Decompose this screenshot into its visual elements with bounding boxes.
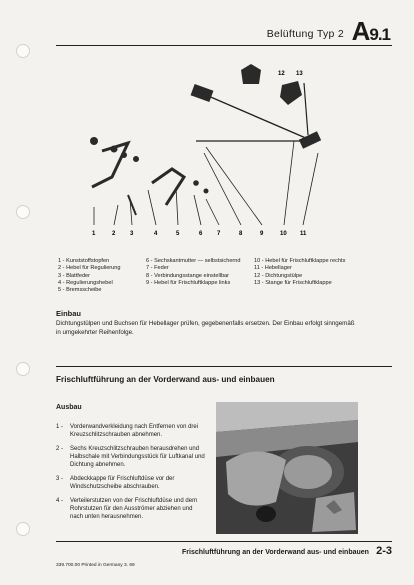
ausbau-heading: Ausbau [56,404,82,411]
section-title: Frischluftführung an der Vorderwand aus-… [56,375,275,384]
legend-item: 12 - Dichtungstülpe [254,272,303,279]
callout-labels-bottom: 1 2 3 4 5 6 7 8 9 10 11 [92,231,307,237]
legend-item: 11 - Hebellager [254,265,292,272]
legend-item: 2 - Hebel für Regulierung [58,265,121,272]
step-number: 2 - [56,446,64,452]
callout-label: 6 [199,231,203,237]
step-number: 4 - [56,498,64,504]
step-text: Verteilerstutzen von der Frischluftdüse … [70,498,198,520]
ausbau-steps: 1 - Vorderwandverkleidung nach Entfernen… [56,423,206,527]
header-title: Belüftung Typ 2 [266,28,344,40]
legend-item: 8 - Verbindungsstange einstellbar [146,272,230,279]
footer-running-title: Frischluftführung an der Vorderwand aus-… [182,549,369,556]
callout-label: 8 [239,231,243,237]
step-item: 1 - Vorderwandverkleidung nach Entfernen… [56,423,206,439]
callout-label: 7 [217,231,221,237]
callout-label: 10 [280,231,287,237]
footer-page-number: 2-3 [376,545,392,557]
legend-item: 13 - Stange für Frischluftklappe [254,279,332,286]
legend-column-2: 6 - Sechskantmutter — selbstsichernd 7 -… [146,258,241,287]
binder-hole [16,205,30,219]
step-number: 3 - [56,476,64,482]
callout-label: 12 [278,71,285,77]
legend-item: 9 - Hebel für Frischluftklappe links [146,279,231,286]
step-number: 1 - [56,424,64,430]
step-item: 3 - Abdeckkappe für Frischluftdüse vor d… [56,475,206,491]
callout-labels-top: 12 13 [278,71,303,77]
step-item: 4 - Verteilerstutzen von der Frischluftd… [56,497,206,521]
legend-item: 3 - Blattfeder [58,272,91,279]
callout-label: 1 [92,231,96,237]
binder-hole [16,522,30,536]
legend-item: 6 - Sechskantmutter — selbstsichernd [146,258,241,264]
einbau-text: Dichtungstülpen und Buchsen für Hebellag… [56,320,355,336]
photo-image [216,402,358,534]
legend-column-1: 1 - Kunststoffstopfen 2 - Hebel für Regu… [58,258,121,294]
callout-label: 4 [154,231,158,237]
legend-column-3: 10 - Hebel für Frischluftklappe rechts 1… [254,258,345,287]
header-code-main: A [351,16,371,46]
footer-rule [56,541,392,542]
step-text: Sechs Kreuzschlitzschrauben herausdrehen… [70,446,205,468]
legend-item: 10 - Hebel für Frischluftklappe rechts [254,258,346,264]
footer-print-info: 339.700.00 Printed in Germany 3. 69 [56,563,135,568]
header-rule [56,45,392,46]
header-code-sub: 9.1 [369,25,391,44]
callout-label: 11 [300,231,307,237]
einbau-heading: Einbau [56,309,82,318]
binder-hole [16,44,30,58]
callout-label: 2 [112,231,116,237]
installation-photo [216,402,358,534]
legend-item: 5 - Bremsscheibe [58,287,102,294]
legend-item: 1 - Kunststoffstopfen [58,258,110,264]
callout-label: 5 [176,231,180,237]
legend-item: 4 - Regulierungshebel [58,279,113,286]
exploded-view-diagram: 12 13 1 2 3 4 5 6 7 8 9 10 11 [90,64,322,237]
step-item: 2 - Sechs Kreuzschlitzschrauben herausdr… [56,445,206,469]
callout-label: 9 [260,231,264,237]
step-text: Abdeckkappe für Frischluftdüse vor der W… [70,476,175,490]
section-rule [56,366,392,367]
legend-item: 7 - Feder [146,265,169,272]
binder-hole [16,362,30,376]
header-code: A9.1 [351,16,391,47]
step-text: Vorderwandverkleidung nach Entfernen von… [70,424,199,438]
callout-label: 3 [130,231,134,237]
callout-label: 13 [296,71,303,77]
